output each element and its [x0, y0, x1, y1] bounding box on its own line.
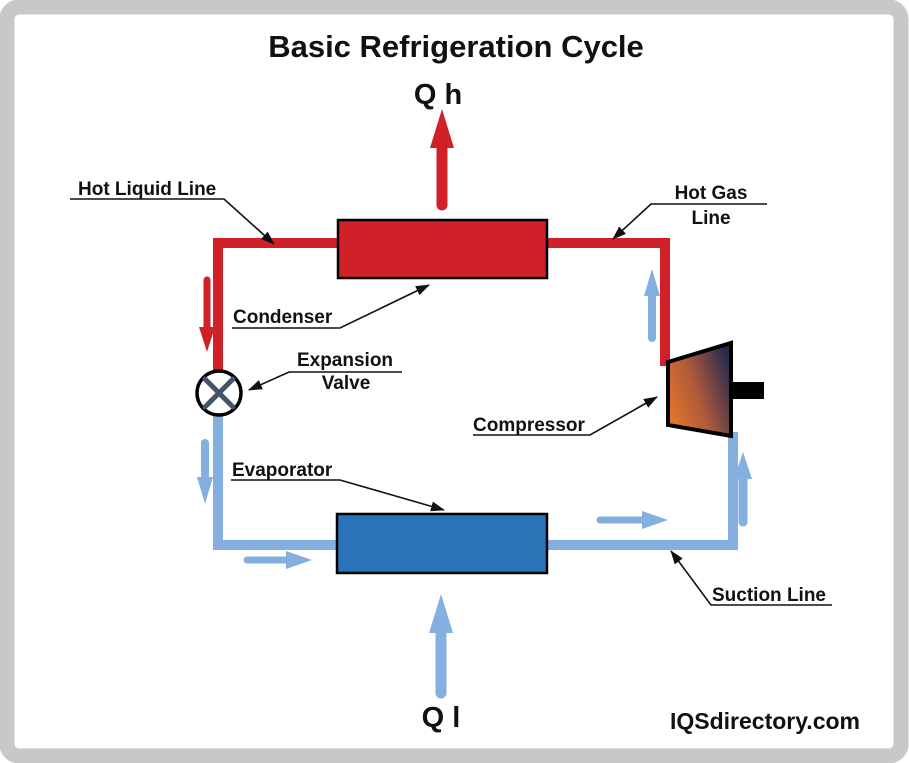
labels: Basic Refrigeration Cycle Q h Q l Hot Li… — [78, 29, 860, 734]
qh-label: Q h — [414, 79, 462, 111]
leader-callouts — [70, 198, 832, 606]
diagram-title: Basic Refrigeration Cycle — [268, 29, 644, 64]
flow-arrows — [197, 109, 752, 699]
watermark-text: IQSdirectory.com — [670, 708, 860, 734]
pipes — [213, 238, 738, 550]
suction-riser-flow-arrow — [734, 452, 752, 527]
expansion-valve-label-bottom: Valve — [322, 373, 371, 394]
liquid-feed-flow-arrow — [197, 439, 213, 504]
compressor-leader — [473, 396, 658, 436]
hot-liquid-line-label: Hot Liquid Line — [78, 179, 216, 200]
hot-gas-line-label-top: Hot Gas — [675, 183, 748, 204]
components — [195, 218, 764, 575]
compressor-shaft — [731, 382, 764, 399]
hot-liquid-flow-head — [199, 327, 215, 352]
hot-gas-flow-head — [644, 269, 660, 296]
hot-gas-line-leader — [612, 203, 767, 240]
evaporator-label: Evaporator — [232, 460, 333, 481]
suction-flow-head — [642, 511, 668, 529]
compressor-body — [666, 340, 733, 439]
hot-liquid-pipe — [213, 238, 340, 370]
suction-riser-flow-head — [734, 452, 752, 479]
hot-liquid-flow-arrow — [199, 276, 215, 352]
condenser-box — [336, 218, 549, 280]
suction-line-label: Suction Line — [712, 585, 826, 606]
expansion-valve-leader — [248, 371, 402, 391]
expansion-valve-label-top: Expansion — [297, 350, 393, 371]
ql-label: Q l — [422, 702, 461, 734]
qh-arrow-head — [430, 109, 454, 148]
liquid-feed-flow-head — [197, 477, 213, 504]
liquid-feed-pipe — [213, 412, 340, 550]
suction-pipe — [545, 432, 738, 550]
suction-flow-arrow — [596, 511, 668, 529]
evaporator-box — [335, 512, 549, 575]
condenser-label: Condenser — [233, 307, 333, 328]
hot-gas-pipe — [545, 238, 670, 366]
evaporator-leader — [231, 479, 445, 512]
qh-heat-arrow — [430, 109, 454, 211]
hot-liquid-line-leader — [70, 198, 275, 245]
ql-heat-arrow — [429, 594, 453, 699]
suction-line-leader — [670, 550, 832, 606]
hot-gas-line-label-bottom: Line — [691, 208, 730, 229]
hot-gas-flow-arrow — [644, 269, 660, 342]
ql-arrow-head — [429, 594, 453, 633]
expansion-valve-cross-2 — [202, 376, 236, 410]
compressor-label: Compressor — [473, 415, 586, 436]
condenser-leader — [232, 284, 430, 329]
expansion-valve-symbol — [195, 369, 243, 417]
evaporator-inlet-flow-arrow — [243, 551, 312, 569]
evaporator-inlet-flow-head — [286, 551, 312, 569]
